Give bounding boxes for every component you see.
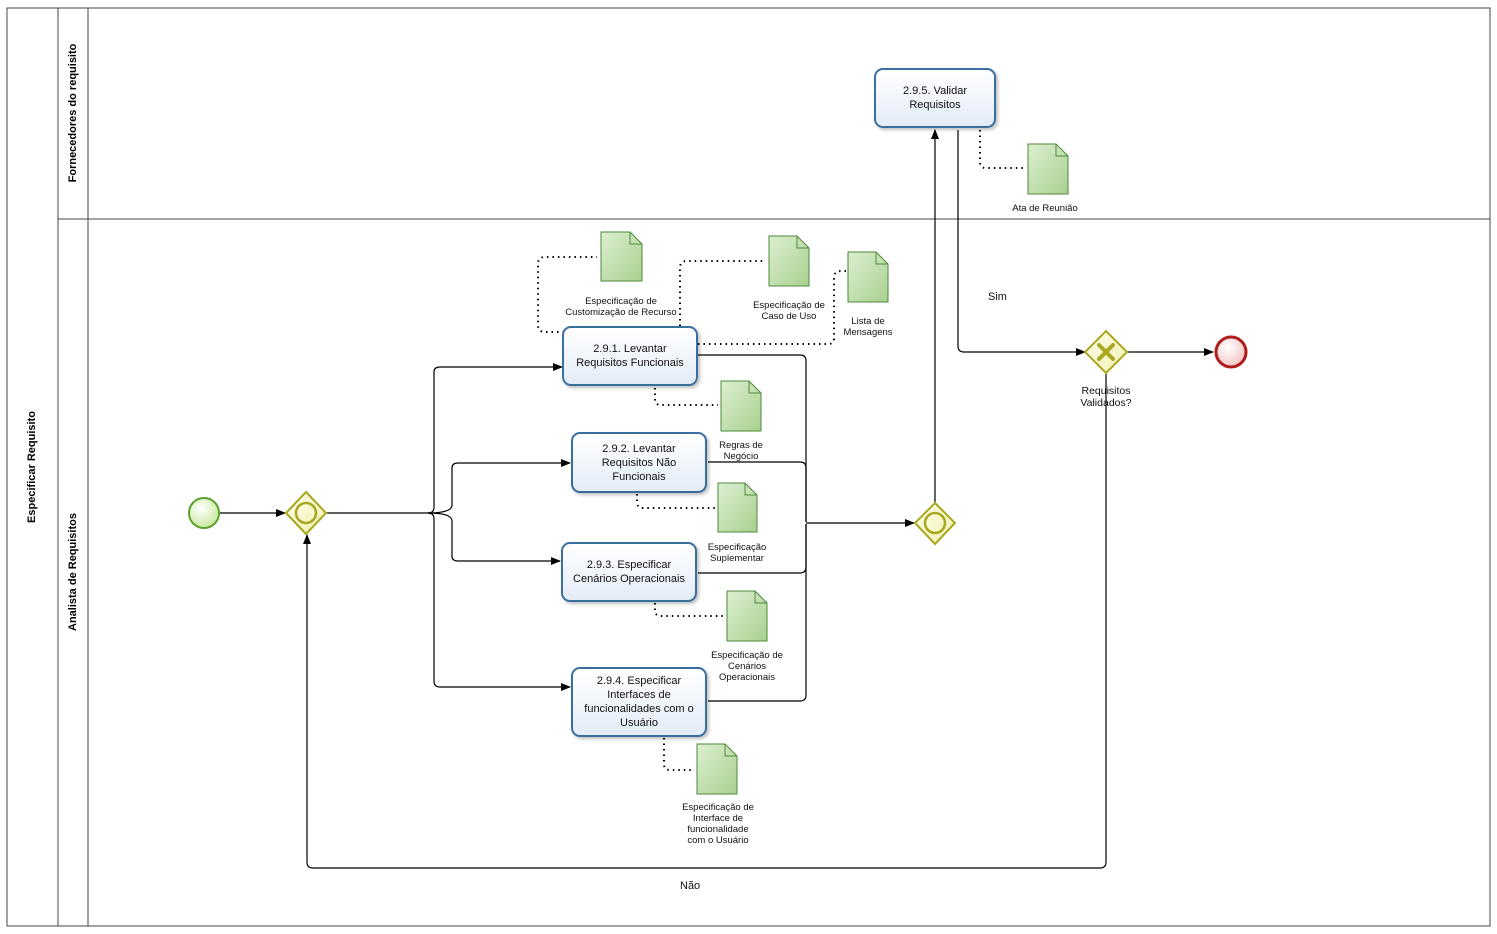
flow-t1-to-join xyxy=(698,354,807,522)
document-icon xyxy=(696,743,738,795)
flow-label-sim: Sim xyxy=(988,291,1007,303)
document-icon xyxy=(726,590,768,642)
end-event xyxy=(1214,335,1248,369)
sequence-flows xyxy=(220,129,1214,869)
flow-split-to-t1 xyxy=(427,363,563,514)
document-icon xyxy=(768,235,810,287)
inclusive-gateway-join xyxy=(913,501,957,546)
artifact-label: Lista de Mensagens xyxy=(843,316,893,338)
pool xyxy=(6,7,1491,927)
decision-gateway-label: Requisitos Validados? xyxy=(1080,385,1132,409)
lane-title-fornecedores: Fornecedores do requisito xyxy=(67,43,79,183)
artifact-label: Ata de Reunião xyxy=(1012,203,1078,214)
flow-split-to-t2 xyxy=(427,459,571,514)
task-especificar-interfaces[interactable]: 2.9.4. Especificar Interfaces de funcion… xyxy=(571,667,707,737)
document-icon xyxy=(720,380,762,432)
document-icon xyxy=(600,231,643,282)
flow-t2-to-join xyxy=(708,461,807,522)
task-validar-requisitos[interactable]: 2.9.5. Validar Requisitos xyxy=(874,68,996,128)
task-levantar-requisitos-nao-funcionais[interactable]: 2.9.2. Levantar Requisitos Não Funcionai… xyxy=(571,432,707,493)
flow-label-nao: Não xyxy=(680,880,701,892)
flow-t5-to-decision xyxy=(957,130,1086,356)
associations xyxy=(537,130,1025,771)
flow-decision-no xyxy=(303,372,1107,869)
artifact-label: Especificação de Interface de funcionali… xyxy=(682,802,754,846)
task-especificar-cenarios-operacionais[interactable]: 2.9.3. Especificar Cenários Operacionais xyxy=(561,542,697,602)
artifact-label: Especificação de Cenários Operacionais xyxy=(711,650,783,683)
task-levantar-requisitos-funcionais[interactable]: 2.9.1. Levantar Requisitos Funcionais xyxy=(562,326,698,386)
flow-split-to-t3 xyxy=(427,512,561,565)
inclusive-gateway-split xyxy=(284,490,328,536)
artifact-folds xyxy=(629,144,1068,757)
pool-title: Especificar Requisito xyxy=(26,411,38,523)
start-event xyxy=(188,497,220,529)
artifact-label: Especificação de Customização de Recurso xyxy=(565,296,677,318)
exclusive-gateway xyxy=(1083,329,1129,375)
artifact-label: Especificação de Caso de Uso xyxy=(753,300,825,322)
flow-split-to-t4 xyxy=(427,512,571,691)
artifact-label: Regras de Negócio xyxy=(719,440,763,462)
artifact-label: Especificação Suplementar xyxy=(707,542,767,564)
document-icon xyxy=(1027,143,1069,195)
lane-title-analista: Analista de Requisitos xyxy=(67,513,79,631)
flow-t4-to-join xyxy=(708,524,807,702)
document-icon xyxy=(717,482,758,533)
document-icon xyxy=(847,251,889,303)
